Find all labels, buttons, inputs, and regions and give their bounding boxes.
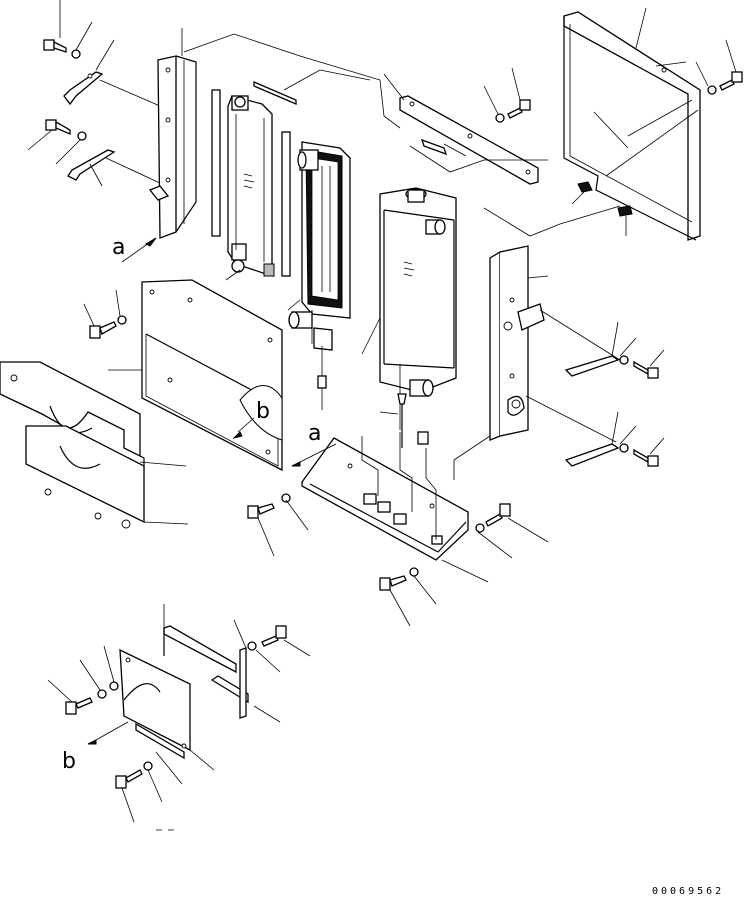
bolt-top-center (483, 67, 531, 123)
drain-plug (379, 393, 407, 448)
top-stay-bar (383, 73, 539, 185)
label-b-mid: b (256, 399, 270, 424)
bottom-support-tray (291, 437, 469, 561)
bolt-tray-right (475, 503, 549, 559)
left-upright-bracket (148, 28, 197, 239)
label-a-mid: a (308, 421, 321, 446)
right-bracket-lower (564, 411, 665, 467)
side-cover-plate (108, 279, 283, 472)
right-upright-bracket (489, 245, 549, 441)
bolt-top-right (695, 39, 743, 95)
right-bracket-upper (564, 321, 665, 379)
bolt-lower-bottom (115, 751, 183, 823)
charge-air-cooler (287, 141, 351, 351)
bolt-tray-left (247, 493, 309, 557)
bolt-tray-bottom (379, 567, 437, 627)
bracket-mid-left (67, 149, 116, 187)
spacer-2 (417, 431, 429, 445)
seal-strip-top (253, 81, 297, 105)
bolt-mid-left (27, 119, 87, 165)
grommet-1 (577, 181, 593, 193)
label-a-top: a (112, 235, 125, 260)
fan-shroud-frame (563, 7, 701, 241)
oil-cooler (225, 95, 275, 281)
bracket-top-left (63, 39, 115, 106)
seal-strip-left (211, 89, 221, 237)
bolt-lower-left (47, 645, 119, 715)
bolt-top-left (43, 0, 93, 59)
lower-bracket-assembly (87, 604, 281, 771)
grommet-2 (617, 205, 633, 217)
bolt-cover-plate (83, 289, 127, 339)
bolt-lower-right (247, 625, 311, 673)
foam-seal-lower (25, 425, 189, 529)
drawing-number: 00069562 (652, 886, 724, 897)
seal-strip-right (281, 131, 291, 277)
radiator (361, 187, 457, 430)
label-b-low: b (62, 749, 76, 774)
spacer-1 (317, 375, 327, 389)
